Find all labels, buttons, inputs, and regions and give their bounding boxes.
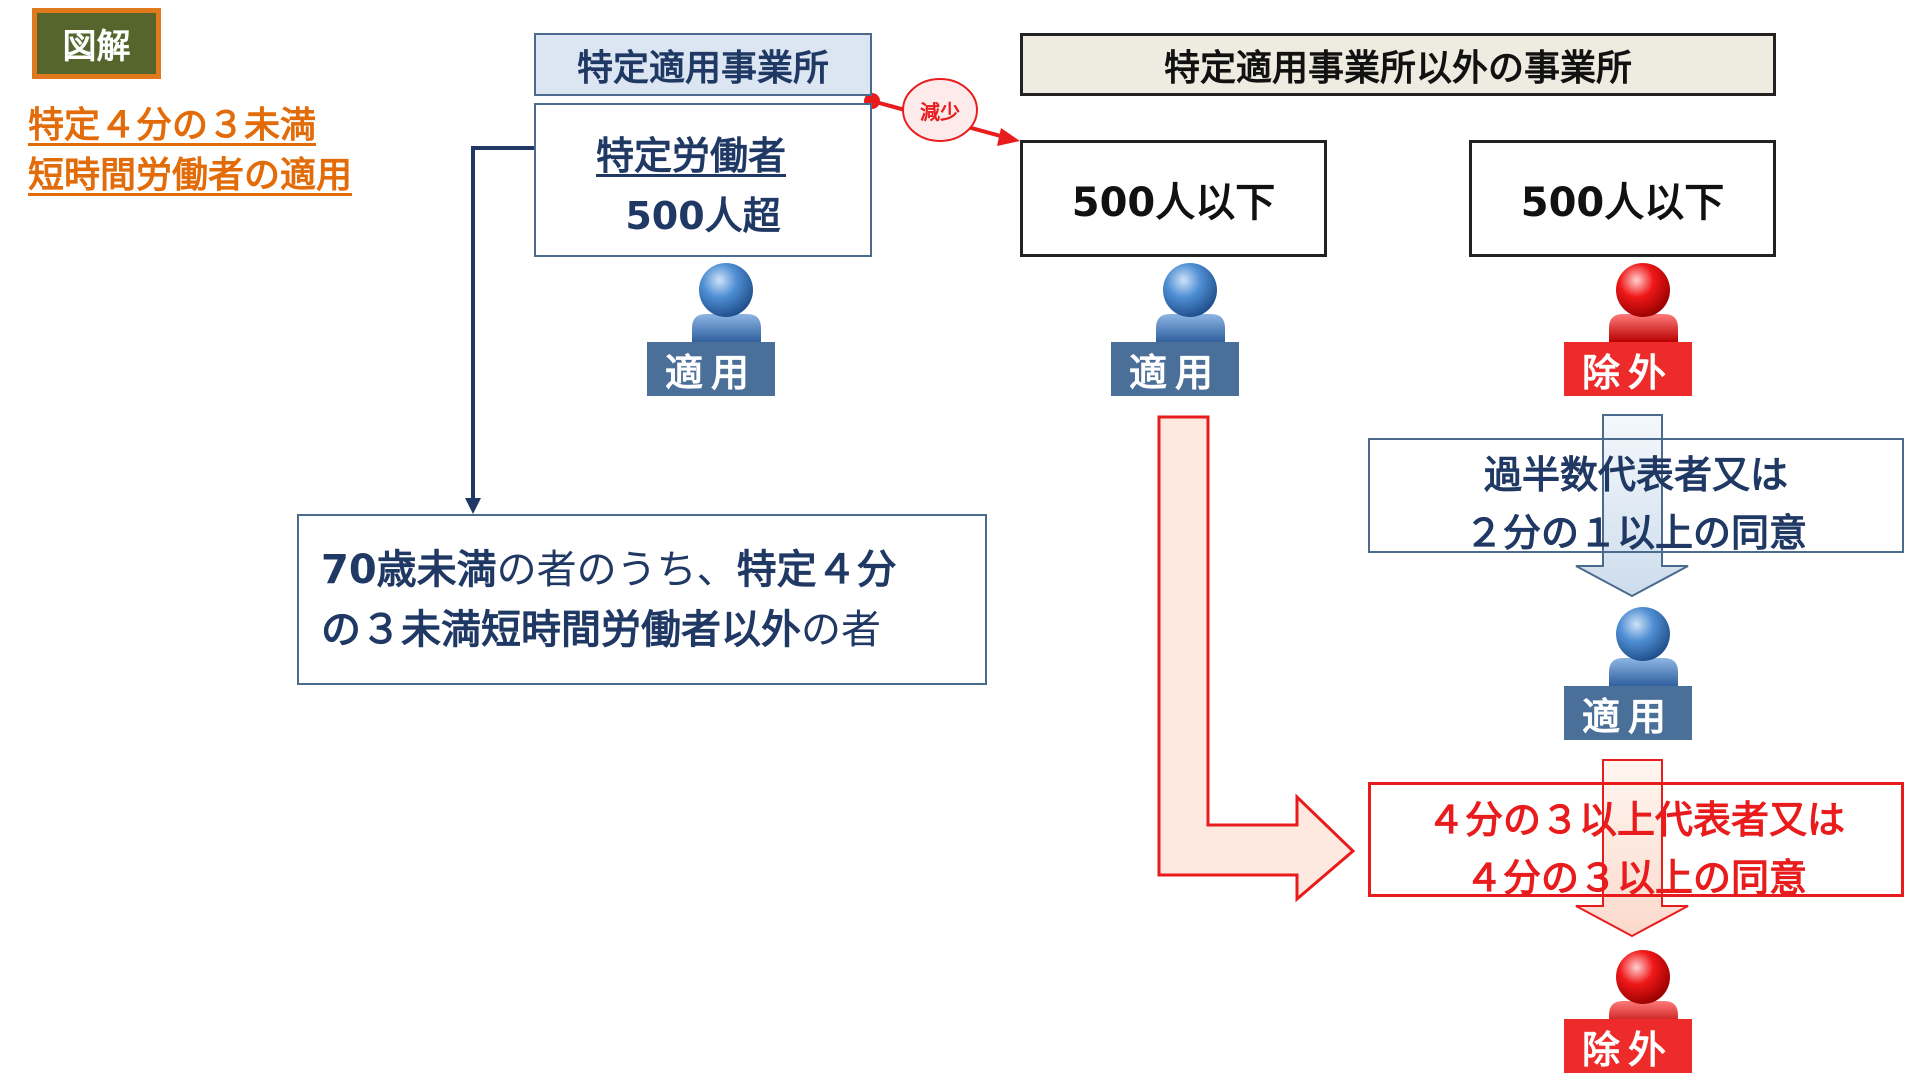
bent-arrow-to-threequarter xyxy=(1157,415,1356,903)
box-500-or-less-middle: 500人以下 xyxy=(1020,140,1327,257)
condition-age: 70歳未満 xyxy=(321,547,497,593)
box-500-or-less-right: 500人以下 xyxy=(1469,140,1776,257)
person-icon xyxy=(1156,263,1225,342)
condition-specified: 特定４分 xyxy=(736,547,897,593)
specified-workers-label: 特定労働者 xyxy=(596,134,787,178)
majority-consent-line-2: ２分の１以上の同意 xyxy=(1464,511,1807,555)
condition-short-time: の３未満短時間労働者以外 xyxy=(321,607,801,653)
condition-text-end: の者 xyxy=(801,607,881,653)
three-quarter-consent-line-2: ４分の３以上の同意 xyxy=(1464,856,1807,900)
header-other-office: 特定適用事業所以外の事業所 xyxy=(1020,33,1776,96)
person-icon xyxy=(1609,607,1678,686)
label-exclude: 除外 xyxy=(1564,1019,1692,1073)
condition-box: 70歳未満の者のうち、特定４分 の３未満短時間労働者以外の者 xyxy=(297,514,987,685)
diagram-tag: 図解 xyxy=(32,8,161,79)
label-exclude: 除外 xyxy=(1564,342,1692,396)
person-icon-red xyxy=(1609,950,1678,1029)
title-line-2: 短時間労働者の適用 xyxy=(28,155,353,196)
condition-text: の者のうち、 xyxy=(496,547,737,593)
three-quarter-consent-box: ４分の３以上代表者又は ４分の３以上の同意 xyxy=(1368,782,1904,900)
person-icon xyxy=(692,263,761,342)
person-icon-red xyxy=(1609,263,1678,342)
label-apply: 適用 xyxy=(1564,686,1692,740)
header-specified-office: 特定適用事業所 xyxy=(534,33,872,96)
majority-consent-box: 過半数代表者又は ２分の１以上の同意 xyxy=(1368,438,1904,555)
label-apply: 適用 xyxy=(647,342,775,396)
majority-consent-line-1: 過半数代表者又は xyxy=(1483,453,1788,497)
three-quarter-consent-line-1: ４分の３以上代表者又は xyxy=(1426,798,1845,842)
down-arrow-majority xyxy=(1575,414,1689,598)
specified-workers-count: 500人超 xyxy=(625,194,781,238)
title-line-1: 特定４分の３未満 xyxy=(28,105,317,146)
decrease-arrow xyxy=(864,78,1020,146)
decrease-label: 減少 xyxy=(920,99,960,124)
specified-workers-box: 特定労働者 500人超 xyxy=(534,103,872,257)
label-apply: 適用 xyxy=(1111,342,1239,396)
